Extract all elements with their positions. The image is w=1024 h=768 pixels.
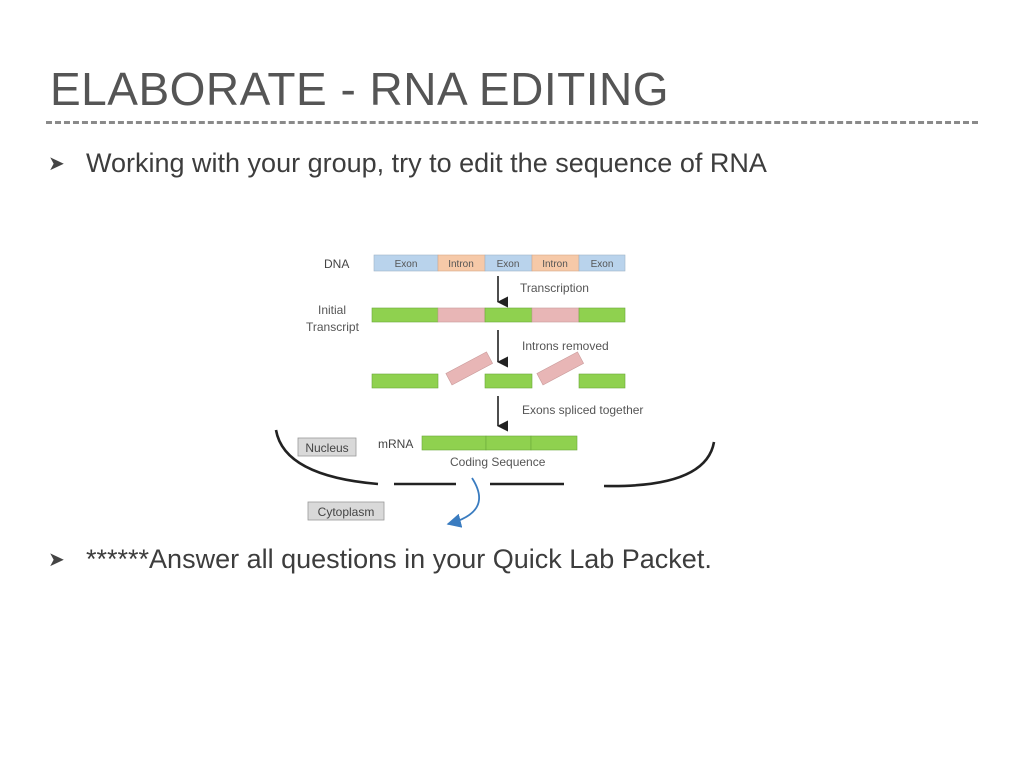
dna-segment-label-1: Exon [395, 259, 418, 270]
bullet-text-2: ******Answer all questions in your Quick… [86, 544, 712, 574]
initial-transcript-label-1: Initial [318, 303, 346, 317]
separated-exon-3 [578, 373, 626, 389]
transcript-intron-1 [437, 307, 486, 323]
rna-splicing-diagram: DNA Exon Intron Exon Intron Exon Transcr… [274, 254, 716, 528]
mrna-exon-1 [421, 435, 487, 451]
dna-segment-label-4: Intron [542, 259, 568, 270]
mrna-exon-2 [485, 435, 532, 451]
transcript-exon-1 [371, 307, 439, 323]
introns-removed-strand [371, 351, 626, 389]
bullet-arrow-icon: ➤ [48, 153, 65, 175]
excised-intron-2 [536, 351, 584, 386]
transcript-intron-2 [531, 307, 580, 323]
export-arrow [446, 477, 481, 528]
dna-segment-label-2: Intron [448, 259, 474, 270]
dna-segment-label-5: Exon [591, 259, 614, 270]
bullet-arrow-icon: ➤ [48, 549, 65, 571]
nuclear-membrane-right [603, 441, 716, 488]
bullet-item-2: ➤ ******Answer all questions in your Qui… [48, 544, 712, 575]
bullet-text-1: Working with your group, try to edit the… [86, 148, 767, 178]
transcript-exon-2 [484, 307, 533, 323]
initial-transcript-label-2: Transcript [306, 320, 360, 334]
nucleus-label: Nucleus [305, 441, 348, 455]
dna-exon-3 [578, 254, 626, 272]
step-transcription-label: Transcription [520, 281, 589, 295]
initial-transcript-strand [371, 307, 626, 323]
nuclear-membrane-left [274, 429, 379, 486]
coding-sequence-label: Coding Sequence [450, 455, 546, 469]
dna-strand: Exon Intron Exon Intron Exon [373, 254, 626, 272]
mrna-label: mRNA [378, 437, 413, 451]
cytoplasm-label: Cytoplasm [318, 505, 375, 519]
transcript-exon-3 [578, 307, 626, 323]
title-divider [46, 121, 978, 124]
excised-intron-1 [445, 351, 493, 386]
dna-segment-label-3: Exon [497, 259, 520, 270]
mrna-strand [421, 435, 578, 451]
step-exons-spliced-label: Exons spliced together [522, 403, 643, 417]
bullet-item-1: ➤ Working with your group, try to edit t… [48, 148, 767, 179]
separated-exon-2 [484, 373, 533, 389]
separated-exon-1 [371, 373, 439, 389]
cytoplasm-label-box [307, 501, 385, 521]
step-introns-removed-label: Introns removed [522, 339, 609, 353]
mrna-exon-3 [530, 435, 578, 451]
dna-label: DNA [324, 257, 349, 271]
nucleus-label-box [297, 437, 357, 457]
slide-title: ELABORATE - RNA EDITING [50, 63, 669, 115]
